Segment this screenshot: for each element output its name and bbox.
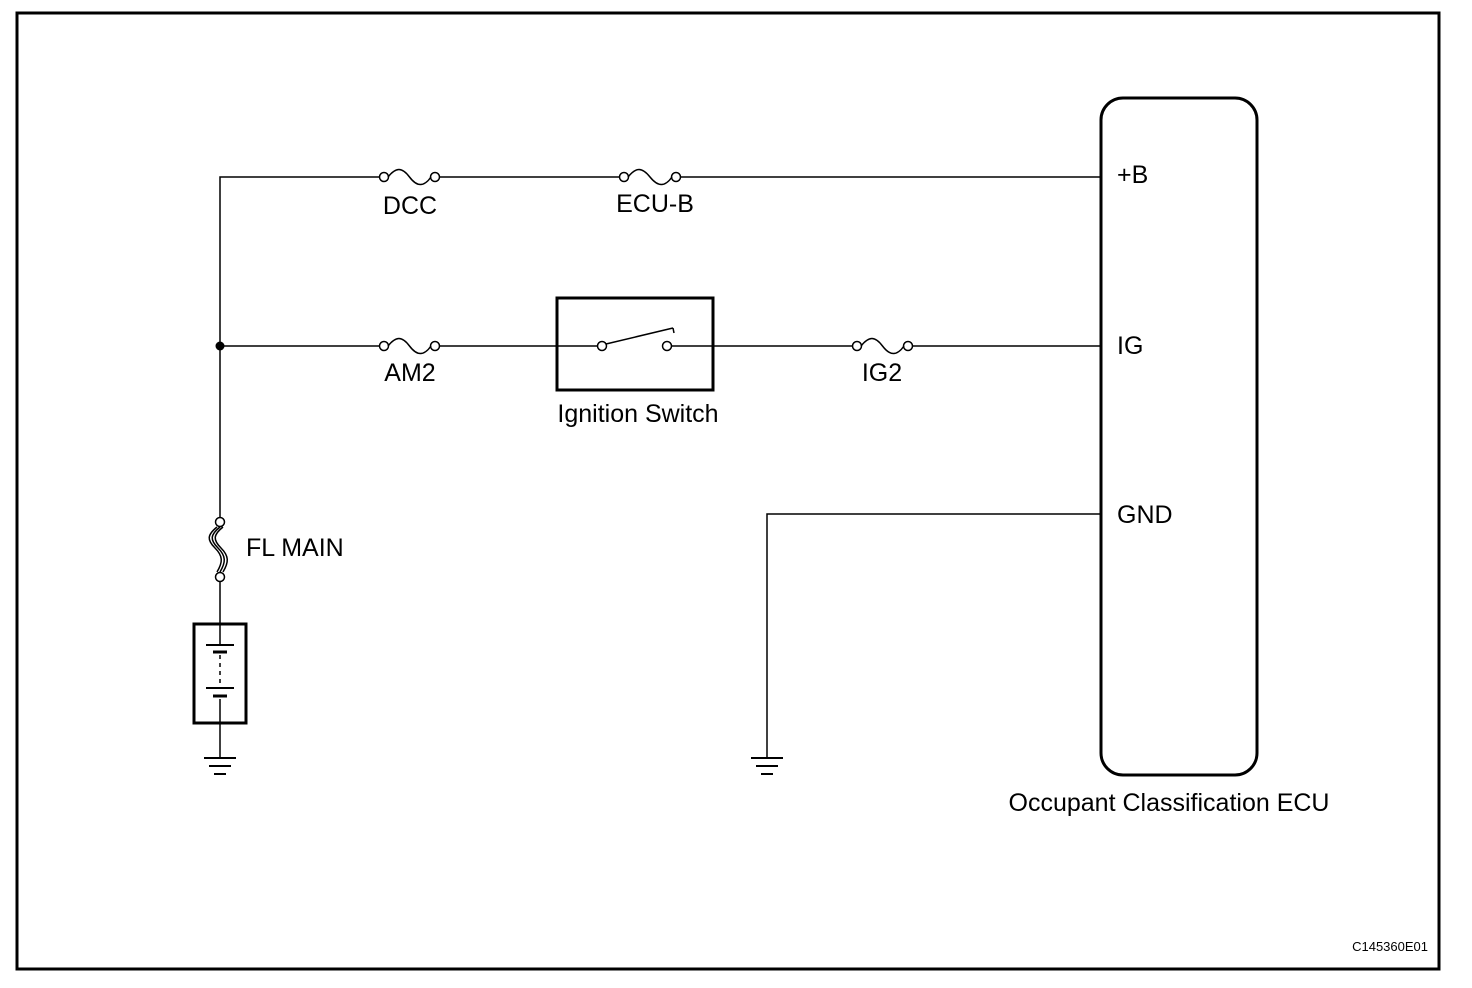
- ecu-ground-icon: [751, 757, 783, 775]
- ecu-pin-gnd: GND: [1117, 501, 1173, 529]
- fuse-am2: [378, 337, 441, 355]
- battery: [192, 622, 248, 725]
- fuse-label-am2: AM2: [384, 359, 435, 387]
- fuse-label-ig2: IG2: [862, 359, 902, 387]
- fuse-dcc: [378, 168, 441, 186]
- ecu-label: Occupant Classification ECU: [1009, 789, 1330, 817]
- fuse-fl-main: [208, 516, 228, 583]
- diagram-code: C145360E01: [1352, 939, 1428, 954]
- ecu-pin-b: +B: [1117, 161, 1148, 189]
- fuse-label-dcc: DCC: [383, 192, 437, 220]
- gnd-line-wire: [766, 513, 1101, 758]
- ignition-switch: [555, 296, 715, 392]
- diagram-frame: [15, 11, 1441, 971]
- battery-ground-icon: [204, 723, 236, 775]
- ecu-box: [1099, 96, 1259, 777]
- b-line-wire: [219, 176, 1101, 346]
- fuse-ig2: [851, 337, 914, 355]
- fuse-label-ecu-b: ECU-B: [616, 190, 694, 218]
- ignition-switch-label: Ignition Switch: [557, 400, 718, 428]
- fuse-ecu-b: [618, 168, 682, 186]
- fuse-label-fl-main: FL MAIN: [246, 534, 344, 562]
- ecu-pin-ig: IG: [1117, 332, 1143, 360]
